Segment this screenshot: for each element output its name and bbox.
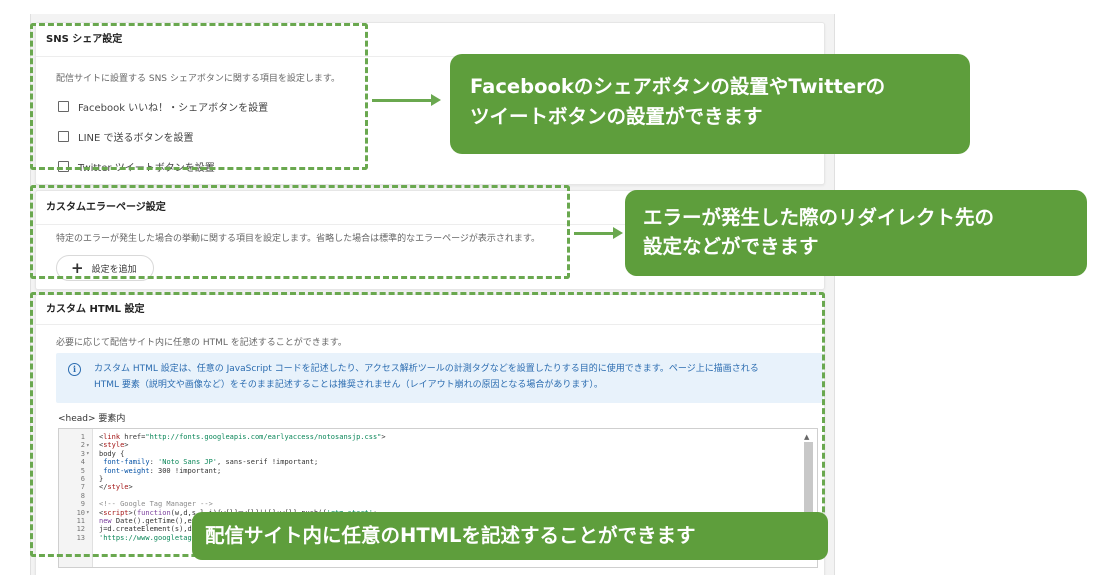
- facebook-share-option[interactable]: Facebook いいね！・シェアボタンを設置: [58, 99, 268, 114]
- sns-share-description: 配信サイトに設置する SNS シェアボタンに関する項目を設定します。: [56, 74, 340, 84]
- html-callout-line-1: 配信サイト内に任意のHTMLを記述することができます: [205, 524, 696, 547]
- custom-html-info-text: カスタム HTML 設定は、任意の JavaScript コードを記述したり、ア…: [94, 361, 813, 393]
- line-number: 5: [80, 466, 85, 475]
- line-share-label: LINE で送るボタンを設置: [78, 133, 194, 144]
- code-line[interactable]: </style>: [99, 483, 133, 492]
- scrollbar-thumb[interactable]: [804, 442, 813, 560]
- line-number: 12: [76, 525, 85, 534]
- custom-html-info-box: i カスタム HTML 設定は、任意の JavaScript コードを記述したり…: [56, 353, 823, 403]
- custom-error-page-title: カスタムエラーページ設定: [36, 191, 824, 225]
- scroll-up-icon[interactable]: ▲: [804, 433, 810, 441]
- code-line[interactable]: font-family: 'Noto Sans JP', sans-serif …: [103, 458, 319, 467]
- line-number: 9: [80, 500, 85, 509]
- sns-callout-line-1: Facebookのシェアボタンの設置やTwitterの: [470, 75, 886, 98]
- fold-arrow-icon[interactable]: ▾: [86, 450, 90, 458]
- sns-callout-line-2: ツイートボタンの設置ができます: [470, 105, 763, 128]
- checkbox-icon[interactable]: [58, 101, 69, 112]
- plus-icon: +: [71, 258, 84, 277]
- fold-arrow-icon[interactable]: ▾: [86, 509, 90, 517]
- line-number-gutter: [59, 429, 93, 567]
- custom-html-description: 必要に応じて配信サイト内に任意の HTML を記述することができます。: [56, 338, 347, 348]
- code-line[interactable]: }: [99, 475, 104, 483]
- line-number: 11: [76, 517, 85, 525]
- info-icon: i: [68, 363, 81, 376]
- line-number: 2: [80, 441, 85, 450]
- checkbox-icon[interactable]: [58, 161, 69, 172]
- info-line-2: HTML 要素（説明文や画像など）をそのまま記述することは推奨されません（レイア…: [94, 380, 603, 390]
- line-number: 10: [76, 508, 85, 517]
- fold-arrow-icon[interactable]: ▾: [86, 441, 90, 449]
- error-callout: エラーが発生した際のリダイレクト先の 設定などができます: [625, 190, 1087, 276]
- custom-error-page-description: 特定のエラーが発生した場合の挙動に関する項目を設定します。省略した場合は標準的な…: [56, 234, 541, 244]
- line-number: 1: [80, 433, 85, 441]
- custom-html-title: カスタム HTML 設定: [36, 295, 824, 325]
- sns-callout: Facebookのシェアボタンの設置やTwitterの ツイートボタンの設置がで…: [450, 54, 970, 154]
- line-number: 4: [80, 458, 85, 467]
- info-line-1: カスタム HTML 設定は、任意の JavaScript コードを記述したり、ア…: [94, 364, 759, 374]
- error-callout-line-1: エラーが発生した際のリダイレクト先の: [643, 206, 995, 229]
- code-line[interactable]: <link href="http://fonts.googleapis.com/…: [99, 433, 386, 441]
- facebook-share-label: Facebook いいね！・シェアボタンを設置: [78, 103, 269, 114]
- line-number: 7: [80, 483, 85, 492]
- error-arrow-icon: [574, 227, 623, 239]
- html-callout: 配信サイト内に任意のHTMLを記述することができます: [192, 512, 828, 560]
- line-number: 13: [76, 533, 85, 542]
- error-callout-line-2: 設定などができます: [643, 235, 819, 258]
- twitter-share-option[interactable]: Twitter ツイートボタンを設置: [58, 159, 215, 174]
- add-setting-label: 設定を追加: [91, 264, 137, 275]
- line-number: 8: [80, 491, 85, 500]
- line-number: 6: [80, 475, 85, 483]
- code-line[interactable]: <!-- Google Tag Manager -->: [99, 500, 213, 509]
- code-line[interactable]: font-weight: 300 !important;: [103, 466, 222, 475]
- line-share-option[interactable]: LINE で送るボタンを設置: [58, 129, 194, 144]
- twitter-share-label: Twitter ツイートボタンを設置: [78, 163, 215, 174]
- editor-scrollbar[interactable]: ▲: [804, 433, 813, 565]
- code-line[interactable]: body {: [99, 449, 125, 458]
- line-number: 3: [80, 449, 85, 458]
- add-setting-button[interactable]: + 設定を追加: [56, 255, 154, 281]
- code-line[interactable]: <style>: [99, 441, 129, 450]
- head-element-label: <head> 要素内: [58, 414, 126, 424]
- checkbox-icon[interactable]: [58, 131, 69, 142]
- sns-arrow-icon: [372, 94, 441, 106]
- sns-share-title: SNS シェア設定: [36, 23, 824, 57]
